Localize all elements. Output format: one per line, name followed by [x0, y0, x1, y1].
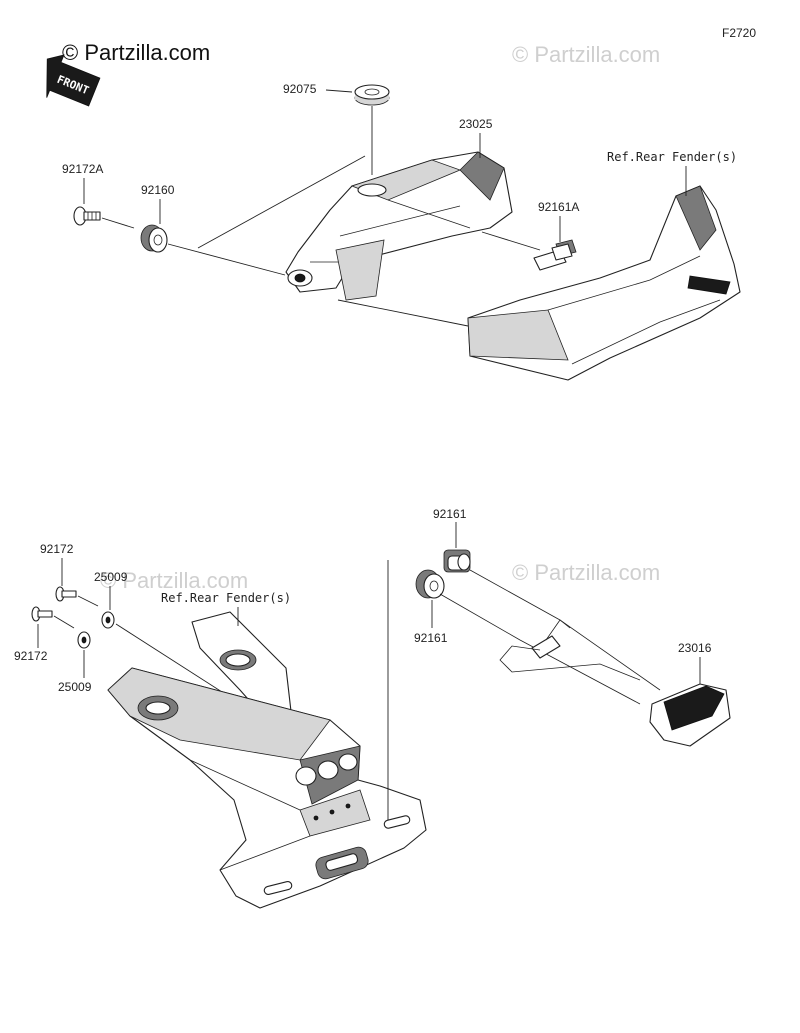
label-92160: 92160 — [141, 183, 175, 197]
washer-25009-upper — [101, 611, 115, 629]
diagram-code: F2720 — [722, 26, 756, 40]
watermark-top-right: © Partzilla.com — [512, 42, 660, 67]
bracket-23025 — [285, 151, 513, 301]
label-92161-lower: 92161 — [414, 631, 448, 645]
label-92075: 92075 — [283, 82, 317, 96]
label-23025: 23025 — [459, 117, 493, 131]
clip-92161A — [533, 239, 577, 271]
label-25009-lower: 25009 — [58, 680, 92, 694]
label-92172-upper: 92172 — [40, 542, 74, 556]
label-92172-lower: 92172 — [14, 649, 48, 663]
rear-fender-top — [467, 185, 741, 381]
grommet-92160 — [140, 224, 168, 253]
label-92161-upper: 92161 — [433, 507, 467, 521]
license-light-23016 — [439, 569, 731, 747]
brand-logo: © Partzilla.com — [62, 40, 210, 65]
label-23016: 23016 — [678, 641, 712, 655]
label-92161A: 92161A — [538, 200, 579, 214]
label-92172A: 92172A — [62, 162, 103, 176]
rear-fender-bottom — [191, 611, 293, 725]
front-arrow-icon: FRONT — [46, 54, 101, 107]
watermark-mid-left: © Partzilla.com — [100, 568, 248, 593]
label-ref-fender-top: Ref.Rear Fender(s) — [607, 150, 737, 164]
bolt-92172A — [73, 206, 101, 226]
watermark-mid-right: © Partzilla.com — [512, 560, 660, 585]
grommet-92075 — [354, 84, 390, 106]
license-plate-holder — [107, 667, 427, 909]
bolt-92172-lower — [31, 606, 53, 622]
bolt-92172-upper — [55, 586, 77, 602]
grommet-92161-lower — [415, 569, 445, 599]
label-ref-fender-bottom: Ref.Rear Fender(s) — [161, 591, 291, 605]
grommet-92161-upper — [443, 549, 471, 573]
washer-25009-lower — [77, 631, 91, 649]
label-25009-upper: 25009 — [94, 570, 128, 584]
